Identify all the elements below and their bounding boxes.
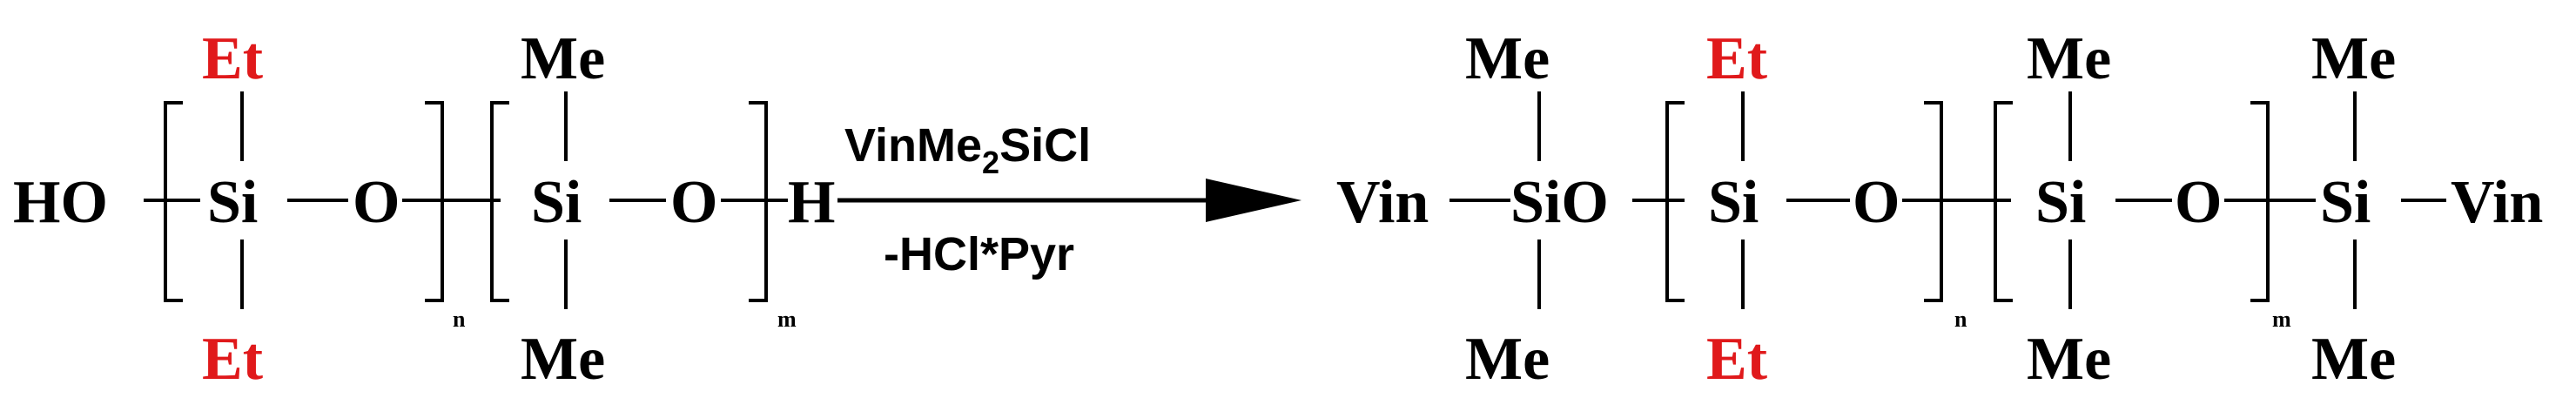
reactant-unit1-bottom-substituent: Et bbox=[202, 326, 263, 393]
reactant-unit2-index: m bbox=[777, 307, 797, 332]
reactant: HO Et Si Et O n Me Si Me O m H bbox=[13, 25, 835, 393]
product-unit1-silicon: Si bbox=[1708, 169, 1759, 236]
reactant-end-group-h: H bbox=[788, 169, 835, 236]
product-unit2-top-substituent: Me bbox=[2027, 25, 2111, 92]
product-unit1-index: n bbox=[1954, 307, 1967, 332]
reaction-arrow: VinMe2SiCl -HCl*Pyr bbox=[837, 119, 1301, 280]
product-bracket-right-m bbox=[2250, 101, 2270, 302]
product-unit1-oxygen: O bbox=[1853, 169, 1900, 236]
reactant-unit1-silicon: Si bbox=[207, 169, 258, 236]
product-unit1-bottom-substituent: Et bbox=[1706, 326, 1767, 393]
arrow-head bbox=[1206, 179, 1301, 222]
product-unit2-index: m bbox=[2272, 307, 2291, 332]
product-bracket-right-n bbox=[1924, 101, 1943, 302]
bracket-left-n bbox=[164, 101, 183, 302]
reactant-unit1-top-substituent: Et bbox=[202, 25, 263, 92]
product-right-silicon: Si bbox=[2320, 169, 2371, 236]
product-right-bottom-substituent: Me bbox=[2311, 326, 2396, 393]
reactant-end-group-ho: HO bbox=[13, 169, 108, 236]
product-bracket-left-n bbox=[1665, 101, 1685, 302]
product-vinyl-right: Vin bbox=[2451, 169, 2543, 236]
bracket-right-m bbox=[749, 101, 768, 302]
product-left-bottom-substituent: Me bbox=[1465, 326, 1550, 393]
product-unit1-top-substituent: Et bbox=[1706, 25, 1767, 92]
reagent-label: VinMe2SiCl bbox=[844, 119, 1091, 180]
reactant-unit1-index: n bbox=[453, 307, 466, 332]
product-vinyl-left: Vin bbox=[1336, 169, 1429, 236]
bracket-right-n bbox=[425, 101, 444, 302]
product-left-top-substituent: Me bbox=[1465, 25, 1550, 92]
byproduct-label: -HCl*Pyr bbox=[884, 228, 1074, 280]
product: Vin Me SiO Me Et Si Et O n Me Si Me O m … bbox=[1336, 25, 2543, 393]
product-unit2-silicon: Si bbox=[2035, 169, 2086, 236]
reactant-unit2-top-substituent: Me bbox=[521, 25, 605, 92]
product-unit2-oxygen: O bbox=[2175, 169, 2222, 236]
product-right-top-substituent: Me bbox=[2311, 25, 2396, 92]
reactant-unit2-bottom-substituent: Me bbox=[521, 326, 605, 393]
bracket-left-m bbox=[490, 101, 509, 302]
product-bracket-left-m bbox=[1994, 101, 2013, 302]
product-left-silicon-oxygen: SiO bbox=[1510, 169, 1609, 236]
reactant-unit2-oxygen: O bbox=[670, 169, 717, 236]
reactant-unit2-silicon: Si bbox=[531, 169, 582, 236]
reactant-unit1-oxygen: O bbox=[353, 169, 400, 236]
product-unit2-bottom-substituent: Me bbox=[2027, 326, 2111, 393]
